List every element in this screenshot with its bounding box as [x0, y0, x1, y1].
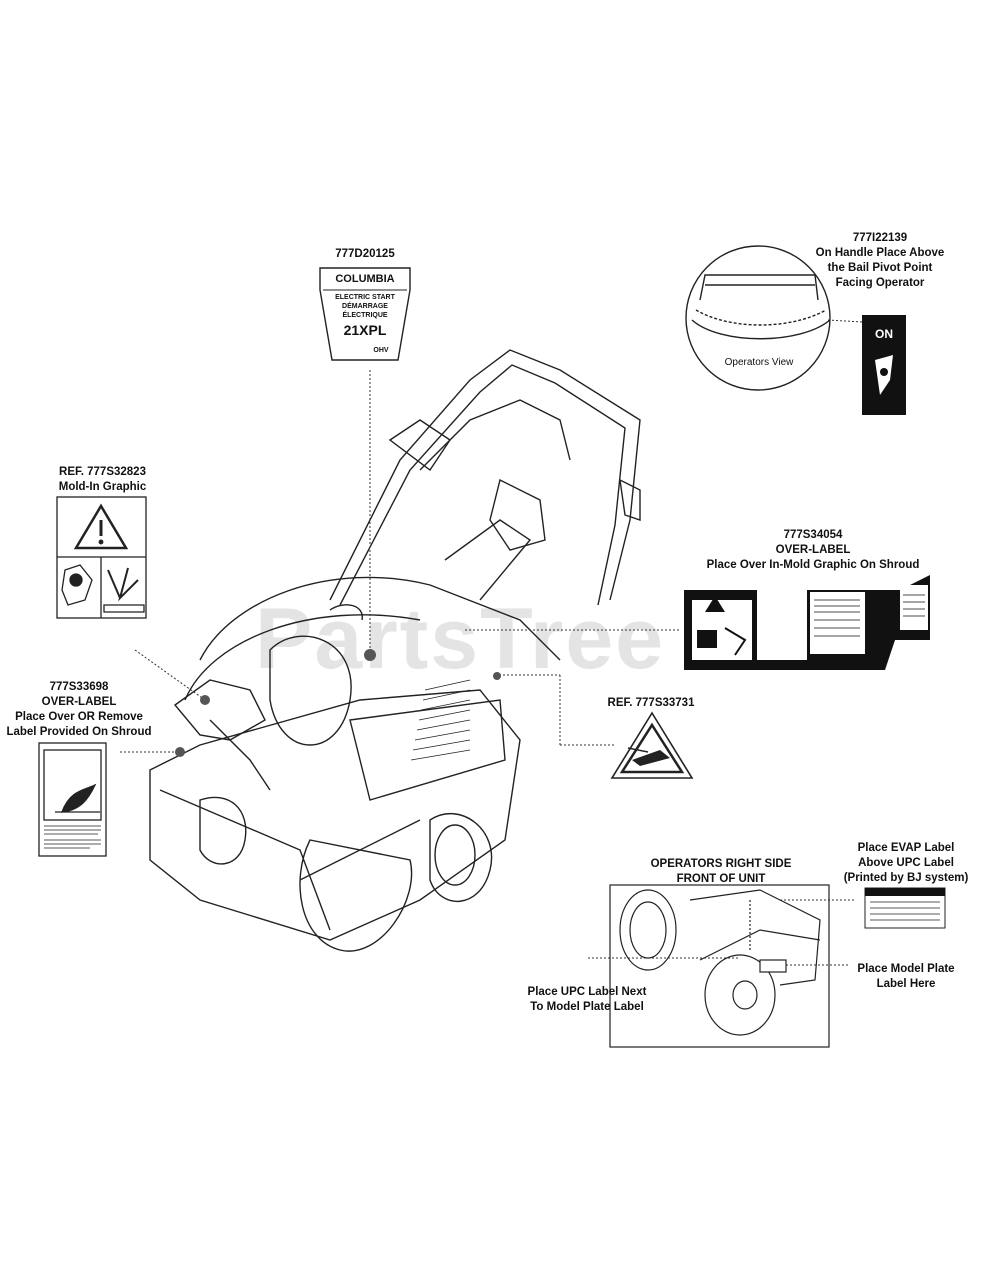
label-evap-line3: (Printed by BJ system)	[843, 872, 969, 884]
handle-sticker: ON	[862, 315, 906, 415]
label-777s33698-line3: Place Over OR Remove	[15, 711, 143, 723]
operators-view-label: Operators View	[724, 357, 794, 368]
label-777s34054-line2: OVER-LABEL	[775, 544, 851, 556]
label-777s33698: 777S33698 OVER-LABEL Place Over OR Remov…	[0, 680, 158, 740]
label-upc-line1: Place UPC Label Next	[527, 986, 647, 998]
label-777s33698-line4: Label Provided On Shroud	[6, 726, 152, 738]
label-777i22139-line1: 777I22139	[852, 232, 908, 244]
columbia-decal	[319, 267, 411, 361]
watermark: PartsTree	[255, 591, 666, 687]
label-operators-right-side: OPERATORS RIGHT SIDE FRONT OF UNIT	[636, 857, 806, 887]
label-777s34054-line3: Place Over In-Mold Graphic On Shroud	[706, 559, 920, 571]
decal-line3: ÉLECTRIQUE	[342, 312, 388, 319]
label-evap-line2: Above UPC Label	[858, 857, 954, 869]
decal-model: 21XPL	[343, 322, 387, 338]
decal-brand: COLUMBIA	[335, 273, 395, 285]
handle-detail-circle	[685, 245, 831, 391]
mold-in-graphic	[56, 496, 147, 619]
label-evap-line1: Place EVAP Label	[857, 842, 955, 854]
decal-line2: DÉMARRAGE	[342, 303, 388, 310]
label-model-plate: Place Model Plate Label Here	[845, 962, 967, 992]
label-model-plate-line1: Place Model Plate	[857, 963, 955, 975]
label-model-plate-line2: Label Here	[876, 978, 936, 990]
label-ref-777s33731: REF. 777S33731	[607, 697, 695, 709]
label-777i22139-line2: On Handle Place Above	[815, 247, 945, 259]
label-ref-777s32823-line1: REF. 777S32823	[59, 466, 146, 478]
label-ref-777s32823: REF. 777S32823 Mold-In Graphic	[40, 465, 165, 495]
hand-hazard-triangle	[610, 711, 694, 779]
label-777d20125: 777D20125	[335, 248, 395, 260]
label-upc: Place UPC Label Next To Model Plate Labe…	[512, 985, 662, 1015]
label-evap: Place EVAP Label Above UPC Label (Printe…	[832, 841, 980, 886]
label-777s34054: 777S34054 OVER-LABEL Place Over In-Mold …	[688, 528, 938, 573]
overlabel-777s33698	[38, 742, 107, 857]
label-777s34054-line1: 777S34054	[783, 529, 843, 541]
label-777i22139-line3: the Bail Pivot Point	[827, 262, 933, 274]
label-operators-right-side-line2: FRONT OF UNIT	[676, 873, 766, 885]
label-777s33698-line1: 777S33698	[49, 681, 109, 693]
evap-label	[864, 887, 946, 929]
right-side-detail	[609, 884, 830, 1048]
label-777i22139: 777I22139 On Handle Place Above the Bail…	[810, 231, 950, 291]
label-upc-line2: To Model Plate Label	[530, 1001, 644, 1013]
decal-engine: OHV	[373, 347, 389, 354]
svg-text:ON: ON	[875, 327, 893, 341]
label-operators-right-side-line1: OPERATORS RIGHT SIDE	[650, 858, 792, 870]
label-ref-777s32823-line2: Mold-In Graphic	[58, 481, 147, 493]
label-777i22139-line4: Facing Operator	[835, 277, 925, 289]
label-777s33698-line2: OVER-LABEL	[41, 696, 117, 708]
overlabel-777s34054	[684, 575, 930, 670]
decal-line1: ELECTRIC START	[335, 294, 395, 301]
